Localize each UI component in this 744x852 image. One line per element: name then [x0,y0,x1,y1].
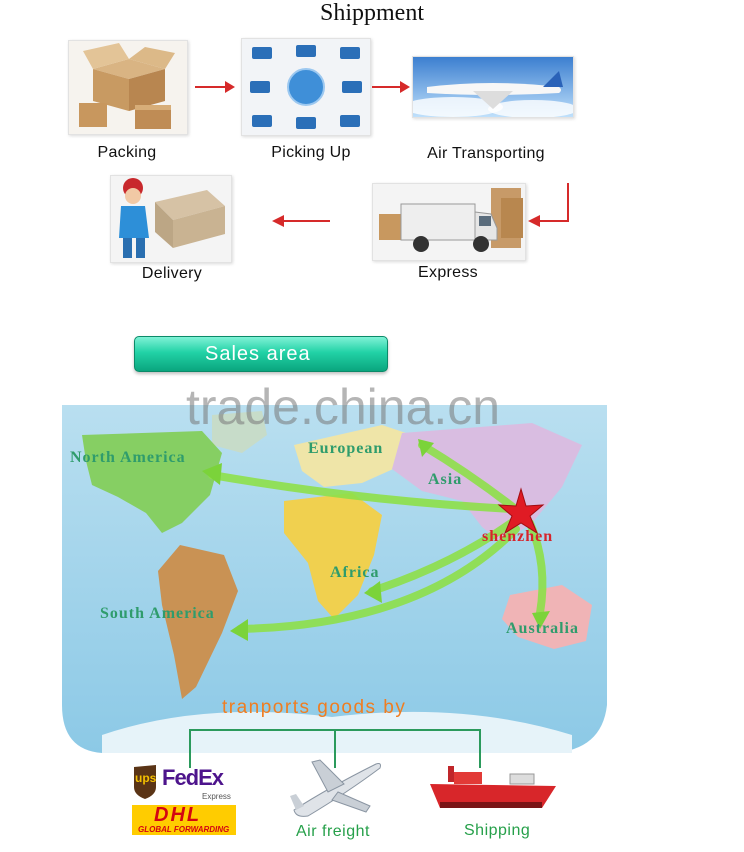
city-label-shenzhen: shenzhen [482,528,554,545]
arrow-down-left-icon [528,183,569,227]
arrow-right-icon [372,81,410,93]
region-label-africa: Africa [330,564,380,581]
courier-logos: ups FedEx Express DHL GLOBAL FORWARDING [132,765,236,837]
picking-up-image [241,38,371,136]
packing-image [68,40,188,135]
ups-logo-text: ups [135,771,157,785]
region-label-north-america: North America [70,449,186,466]
step-label-delivery: Delivery [141,265,203,282]
transport-heading: tranports goods by [222,697,407,718]
world-map [62,405,607,753]
step-label-packing: Packing [97,144,157,161]
air-freight-label: Air freight [296,823,370,840]
step-label-air-transporting: Air Transporting [427,145,545,162]
express-image [372,183,526,261]
ship-icon [430,766,556,808]
fedex-sub-text: Express [202,792,231,801]
region-label-european: European [308,440,384,457]
delivery-image [110,175,232,263]
step-label-express: Express [418,264,478,281]
watermark: trade.china.cn [186,379,501,435]
region-label-south-america: South America [100,605,215,622]
dhl-sub-text: GLOBAL FORWARDING [138,825,230,834]
shipping-label: Shipping [464,822,531,839]
sales-area-banner: Sales area [134,336,388,372]
air-transporting-image [412,56,574,118]
connector-lines [189,729,481,768]
dhl-logo-text: DHL [154,804,202,826]
region-label-australia: Australia [506,620,579,637]
arrow-left-icon [272,215,330,227]
page-title: Shippment [319,0,424,26]
arrow-right-icon [195,81,235,93]
airplane-icon [290,759,381,817]
region-label-asia: Asia [428,471,463,488]
shenzhen-star-icon [497,487,545,535]
fedex-logo-text: FedEx [162,765,224,790]
step-label-picking-up: Picking Up [271,144,351,161]
